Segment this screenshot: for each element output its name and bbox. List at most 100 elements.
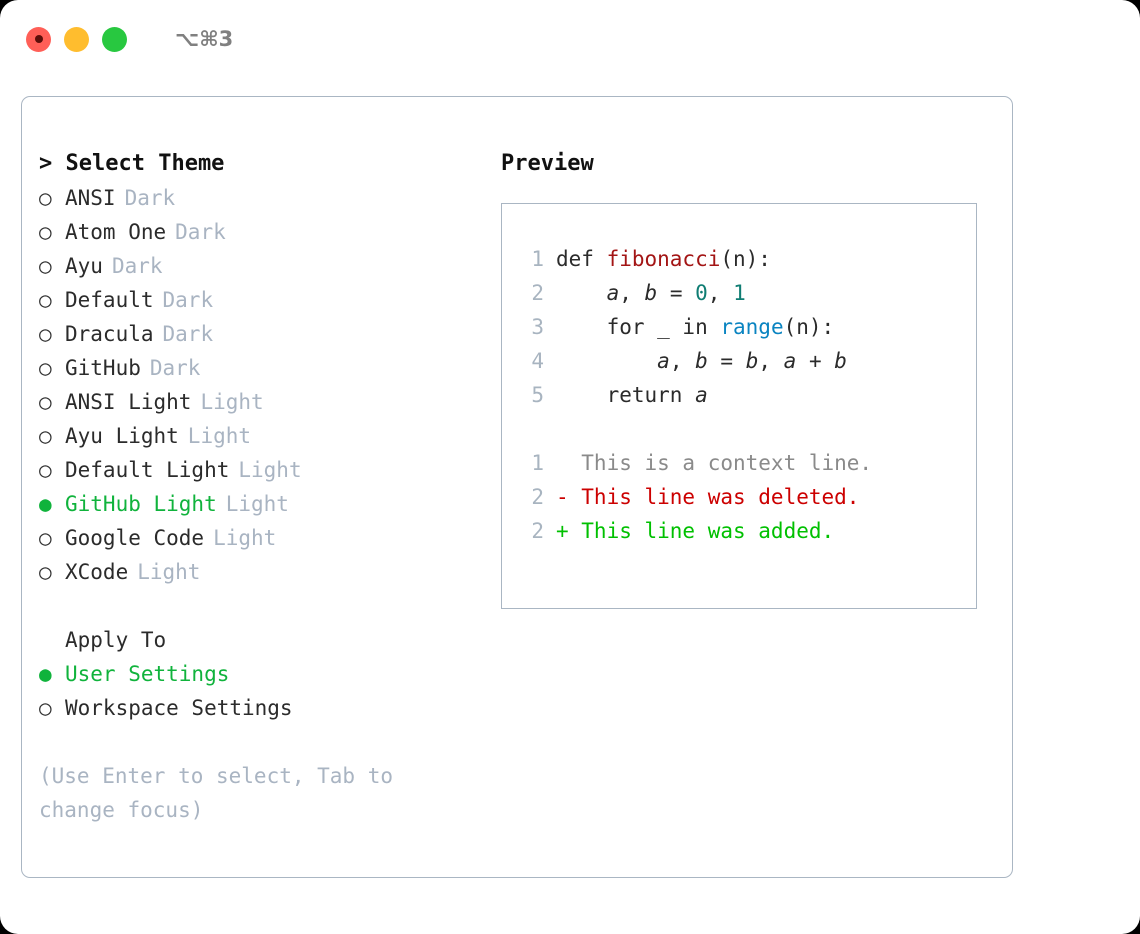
code-token-plain: + [796, 349, 835, 373]
line-number: 2 [531, 281, 544, 305]
theme-list-heading: > Select Theme [39, 151, 225, 176]
diff-line-added: 2 + This line was added. [518, 514, 976, 548]
code-token-num: 1 [733, 281, 746, 305]
apply-to-item-label: User Settings [65, 662, 230, 686]
theme-item-ansi[interactable]: ○ ANSI Dark [39, 181, 494, 215]
theme-item-tag: Light [187, 424, 252, 448]
code-token-fn: fibonacci [606, 247, 721, 271]
theme-item-label: Default [65, 288, 154, 312]
apply-to-item-user-settings[interactable]: ● User Settings [39, 657, 494, 691]
theme-item-label: Atom One [65, 220, 167, 244]
line-number: 1 [531, 247, 544, 271]
radio-unselected-icon: ○ [39, 288, 52, 312]
theme-item-label: GitHub [65, 356, 141, 380]
radio-unselected-icon: ○ [39, 254, 52, 278]
diff-line-deleted: 2 - This line was deleted. [518, 480, 976, 514]
radio-selected-icon: ● [39, 492, 52, 516]
code-token-plain: return [556, 383, 696, 407]
theme-item-label: Dracula [65, 322, 154, 346]
theme-item-tag: Dark [175, 220, 226, 244]
preview-heading: Preview [501, 151, 594, 176]
code-line-text: def fibonacci(n): [556, 242, 771, 276]
code-diff-gap [518, 412, 976, 446]
line-number: 2 [531, 519, 544, 543]
code-token-plain: , [619, 281, 645, 305]
help-text: (Use Enter to select, Tab to change focu… [39, 764, 394, 822]
radio-unselected-icon: ○ [39, 186, 52, 210]
radio-unselected-icon: ○ [39, 560, 52, 584]
radio-unselected-icon: ○ [39, 220, 52, 244]
keyboard-shortcut-label: ⌥⌘3 [175, 27, 234, 51]
theme-item-tag: Light [238, 458, 302, 482]
theme-item-tag: Dark [162, 322, 214, 346]
close-icon [34, 35, 43, 43]
theme-item-label: Ayu [65, 254, 103, 278]
theme-item-tag: Light [200, 390, 264, 414]
apply-to-item-workspace-settings[interactable]: ○ Workspace Settings [39, 691, 494, 725]
radio-unselected-icon: ○ [39, 424, 52, 448]
theme-item-label: Ayu Light [65, 424, 179, 448]
code-line-text: a, b = 0, 1 [556, 276, 746, 310]
radio-unselected-icon: ○ [39, 526, 52, 550]
code-token-plain: (n): [783, 315, 835, 339]
code-token-plain: def [556, 247, 607, 271]
theme-item-tag: Light [225, 492, 289, 516]
line-number: 4 [531, 349, 544, 373]
code-line: 1 def fibonacci(n): [518, 242, 976, 276]
minimize-button[interactable] [64, 26, 89, 52]
apply-to-item-label: Workspace Settings [65, 696, 293, 720]
line-number: 3 [531, 315, 544, 339]
code-line-text: return a [556, 378, 708, 412]
theme-item-github-light[interactable]: ● GitHub Light Light [39, 487, 494, 521]
theme-item-label: Default Light [65, 458, 230, 482]
radio-unselected-icon: ○ [39, 322, 52, 346]
radio-unselected-icon: ○ [39, 356, 52, 380]
diff-line-text: - This line was deleted. [556, 485, 860, 509]
theme-item-label: GitHub Light [65, 492, 217, 516]
code-token-plain: (n): [720, 247, 771, 271]
line-number: 2 [531, 485, 544, 509]
apply-to-list: ● User Settings ○ Workspace Settings [39, 657, 494, 725]
theme-item-default[interactable]: ○ Default Dark [39, 283, 494, 317]
theme-item-ansi-light[interactable]: ○ ANSI Light Light [39, 385, 494, 419]
theme-item-label: ANSI [65, 186, 116, 210]
line-number: 5 [531, 383, 544, 407]
code-token-plain: for _ in [556, 315, 721, 339]
theme-item-tag: Dark [124, 186, 176, 210]
list-spacer [39, 589, 494, 623]
code-token-var: b [834, 349, 847, 373]
theme-item-atom-one[interactable]: ○ Atom One Dark [39, 215, 494, 249]
theme-item-label: ANSI Light [65, 390, 192, 414]
close-button[interactable] [26, 26, 51, 52]
theme-item-tag: Light [213, 526, 277, 550]
theme-item-google-code[interactable]: ○ Google Code Light [39, 521, 494, 555]
code-token-plain [556, 349, 657, 373]
radio-unselected-icon: ○ [39, 696, 52, 720]
code-token-call: range [720, 315, 784, 339]
code-line: 5 return a [518, 378, 976, 412]
code-line: 2 a, b = 0, 1 [518, 276, 976, 310]
diff-line-text: This is a context line. [556, 451, 873, 475]
theme-item-ayu-light[interactable]: ○ Ayu Light Light [39, 419, 494, 453]
code-line: 4 a, b = b, a + b [518, 344, 976, 378]
diff-line-text: + This line was added. [556, 519, 835, 543]
theme-item-label: Google Code [65, 526, 205, 550]
radio-unselected-icon: ○ [39, 390, 52, 414]
theme-item-tag: Dark [162, 288, 214, 312]
code-token-plain: , [669, 349, 696, 373]
radio-selected-icon: ● [39, 662, 52, 686]
code-line: 3 for _ in range(n): [518, 310, 976, 344]
zoom-button[interactable] [102, 26, 127, 52]
theme-item-dracula[interactable]: ○ Dracula Dark [39, 317, 494, 351]
line-number: 1 [531, 451, 544, 475]
